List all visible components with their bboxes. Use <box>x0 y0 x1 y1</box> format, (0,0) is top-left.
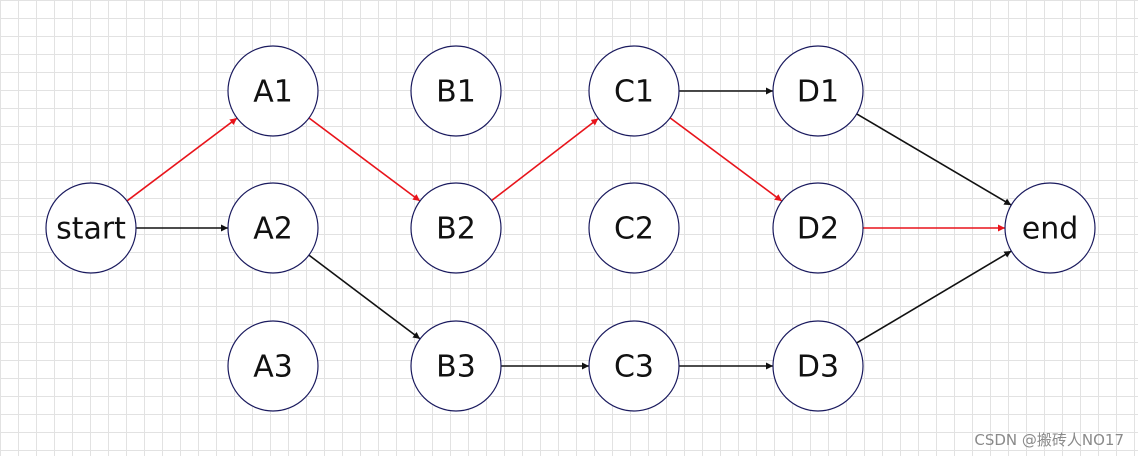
edge-start-a1 <box>126 117 238 202</box>
node-label: start <box>56 212 126 247</box>
node-circle <box>227 320 319 412</box>
node-b2: B2 <box>410 182 502 274</box>
edge-d1-end <box>856 113 1012 206</box>
node-label: D2 <box>797 212 839 247</box>
node-a3: A3 <box>227 320 319 412</box>
edge-a2-b3 <box>308 254 421 340</box>
node-label: A2 <box>253 212 293 247</box>
node-label: C2 <box>614 212 654 247</box>
node-circle <box>772 45 864 137</box>
node-label: C1 <box>614 75 654 110</box>
node-circle <box>227 45 319 137</box>
node-a1: A1 <box>227 45 319 137</box>
node-label: C3 <box>614 350 654 385</box>
node-circle <box>45 182 137 274</box>
node-circle <box>1004 182 1096 274</box>
node-c2: C2 <box>588 182 680 274</box>
node-circle <box>772 320 864 412</box>
node-circle <box>588 182 680 274</box>
node-circle <box>410 45 502 137</box>
node-label: B3 <box>436 350 476 385</box>
node-circle <box>410 320 502 412</box>
node-end: end <box>1004 182 1096 274</box>
node-label: D1 <box>797 75 839 110</box>
node-c1: C1 <box>588 45 680 137</box>
node-label: end <box>1022 212 1079 247</box>
node-label: D3 <box>797 350 839 385</box>
edge-d3-end <box>856 250 1012 344</box>
node-b3: B3 <box>410 320 502 412</box>
node-d3: D3 <box>772 320 864 412</box>
node-b1: B1 <box>410 45 502 137</box>
node-label: A3 <box>253 350 293 385</box>
node-d2: D2 <box>772 182 864 274</box>
node-label: B1 <box>436 75 476 110</box>
node-circle <box>588 320 680 412</box>
watermark: CSDN @搬砖人NO17 <box>974 431 1124 449</box>
node-circle <box>772 182 864 274</box>
node-label: B2 <box>436 212 476 247</box>
edge-c1-d2 <box>669 117 783 202</box>
node-c3: C3 <box>588 320 680 412</box>
node-start: start <box>45 182 137 274</box>
node-circle <box>410 182 502 274</box>
edges-layer <box>126 87 1012 370</box>
node-circle <box>227 182 319 274</box>
node-a2: A2 <box>227 182 319 274</box>
node-label: A1 <box>253 75 293 110</box>
edge-b2-c1 <box>491 117 599 202</box>
edge-a1-b2 <box>308 117 421 202</box>
node-circle <box>588 45 680 137</box>
node-d1: D1 <box>772 45 864 137</box>
